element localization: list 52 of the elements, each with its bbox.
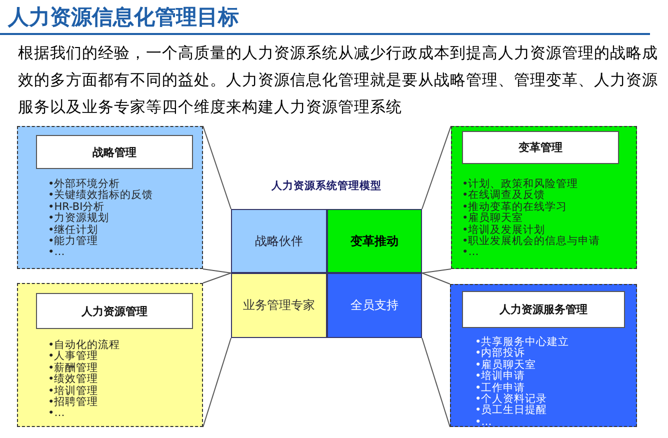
quadrant-tile: 全员支持 [327, 273, 422, 338]
connector-line [422, 126, 452, 210]
info-panel [451, 126, 637, 269]
bullet-item: •力资源规划 [48, 213, 110, 224]
connector-line [422, 338, 450, 428]
connector-line [422, 268, 452, 274]
bullet-item: •职业发展机会的信息与申请 [462, 236, 600, 248]
info-panel [450, 284, 637, 427]
heading-box: 战略管理 [36, 135, 193, 169]
quadrant-tile: 变革推动 [327, 209, 422, 273]
bullet-item: •共享服务中心建立 [475, 337, 570, 348]
bullet-item: •关键绩效指标的反馈 [48, 190, 154, 202]
info-panel [17, 283, 203, 427]
bullet-item: •招聘管理 [48, 397, 100, 408]
bullet-item: •人事管理 [48, 351, 100, 362]
connector-line [202, 126, 232, 210]
connector-line [202, 272, 232, 284]
info-panel [17, 126, 203, 269]
bullet-item: •雇员聊天室 [462, 213, 524, 224]
bullet-item: •员工生日提醒 [475, 405, 548, 417]
bullet-item: •内部投诉 [475, 348, 526, 360]
connector-line [202, 268, 232, 274]
bullet-item: •继任计划 [48, 224, 100, 236]
heading-box: 变革管理 [462, 131, 619, 164]
page-title: 人力资源信息化管理目标 [8, 4, 239, 31]
bullet-item: •… [48, 408, 66, 420]
bullet-item: •培训管理 [48, 386, 100, 397]
bullet-item: •… [475, 416, 493, 428]
bullet-item: •能力管理 [48, 236, 100, 248]
model-caption: 人力资源系统管理模型 [270, 179, 382, 193]
bullet-item: •在线调查及反馈 [462, 190, 546, 202]
bullet-item: •… [48, 247, 66, 259]
bullet-item: •个人资料记录 [475, 394, 548, 406]
bullet-item: •薪酬管理 [48, 362, 100, 374]
bullet-item: •绩效管理 [48, 374, 100, 386]
intro-paragraph: 根据我们的经验，一个高质量的人力资源系统从减少行政成本到提高人力资源管理的战略成效的多方面都有不同的益处。人力资源信息化管理就是要从战略管理、管理变革、人力资源服务以及业务专家等四个维度来构建人力资源管理系统 [18, 43, 658, 118]
quadrant-tile: 战略伙伴 [231, 209, 327, 273]
quadrant-tile: 业务管理专家 [231, 273, 327, 338]
bullet-item: •自动化的流程 [48, 340, 120, 351]
bullet-item: •工作申请 [475, 382, 526, 394]
bullet-item: •外部环境分析 [48, 179, 120, 190]
bullet-item: •… [462, 247, 480, 259]
heading-box: 人力资源管理 [36, 293, 193, 329]
bullet-item: •计划、政策和风险管理 [462, 179, 580, 190]
bullet-item: •培训及发展计划 [462, 224, 546, 236]
connector-line [422, 272, 450, 284]
bullet-item: •培训申请 [475, 371, 526, 382]
bullet-item: •雇员聊天室 [475, 360, 538, 371]
heading-box: 人力资源服务管理 [462, 291, 625, 328]
bullet-item: •HR-BI分析 [48, 202, 105, 213]
connector-line [202, 338, 232, 428]
bullet-item: •推动变革的在线学习 [462, 202, 568, 213]
